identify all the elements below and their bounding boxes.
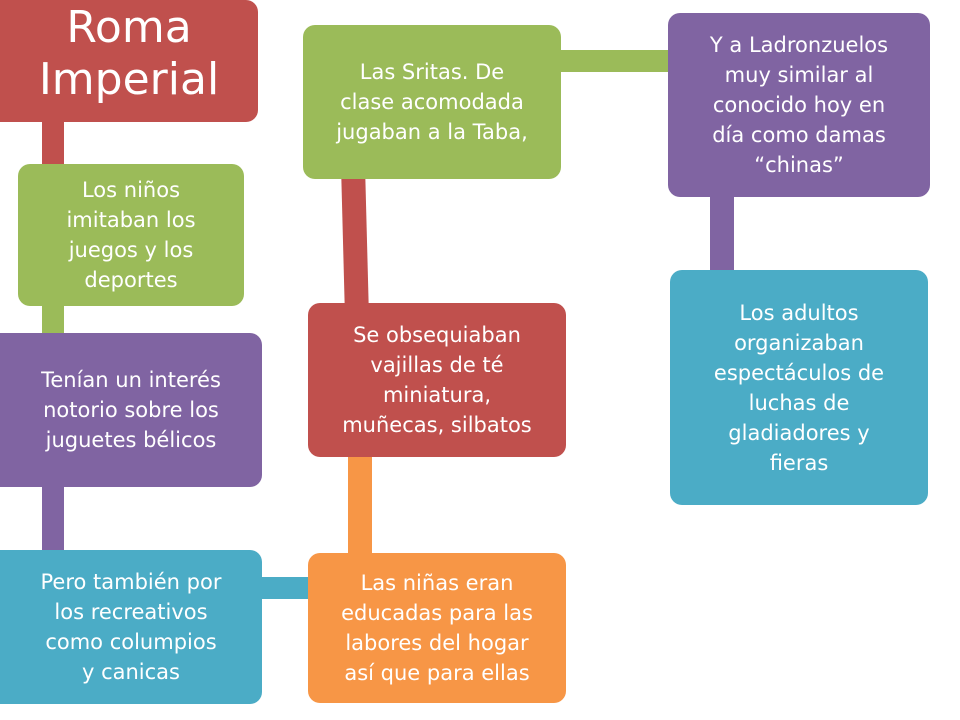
node-adultos-gladiadores: Los adultos organizaban espectáculos de … — [670, 270, 928, 505]
node-sritas-taba: Las Sritas. De clase acomodada jugaban a… — [303, 25, 561, 179]
connector-recre-ninas — [258, 577, 312, 599]
node-ninos-imitaban: Los niños imitaban los juegos y los depo… — [18, 164, 244, 306]
connector-ladron-adultos — [710, 192, 734, 276]
node-juguetes-belicos: Tenían un interés notorio sobre los jugu… — [0, 333, 262, 487]
title-box: Roma Imperial — [0, 0, 258, 122]
node-text: Los niños imitaban los juegos y los depo… — [66, 178, 196, 292]
connector-ninas-obseq — [348, 452, 372, 558]
node-recreativos: Pero también por los recreativos como co… — [0, 550, 262, 704]
connector-obseq-sritas — [341, 174, 369, 309]
node-text: Las Sritas. De clase acomodada jugaban a… — [336, 60, 528, 144]
connector-belicos-recre — [42, 483, 64, 555]
node-text: Y a Ladronzuelos muy similar al conocido… — [709, 33, 889, 177]
node-text: Las niñas eran educadas para las labores… — [341, 571, 533, 685]
connector-sritas-ladron — [556, 50, 674, 72]
node-text: Tenían un interés notorio sobre los jugu… — [41, 368, 221, 452]
connector-ninos-belicos — [42, 300, 64, 340]
node-text: Los adultos organizaban espectáculos de … — [713, 300, 885, 475]
title-text: Roma Imperial — [38, 2, 220, 105]
node-text: Pero también por los recreativos como co… — [40, 570, 222, 684]
node-ninas-educadas: Las niñas eran educadas para las labores… — [308, 553, 566, 703]
node-obsequiaban: Se obsequiaban vajillas de té miniatura,… — [308, 303, 566, 457]
node-text: Se obsequiaban vajillas de té miniatura,… — [342, 323, 532, 437]
connector-title-ninos — [42, 118, 64, 170]
node-ladronzuelos: Y a Ladronzuelos muy similar al conocido… — [668, 13, 930, 197]
